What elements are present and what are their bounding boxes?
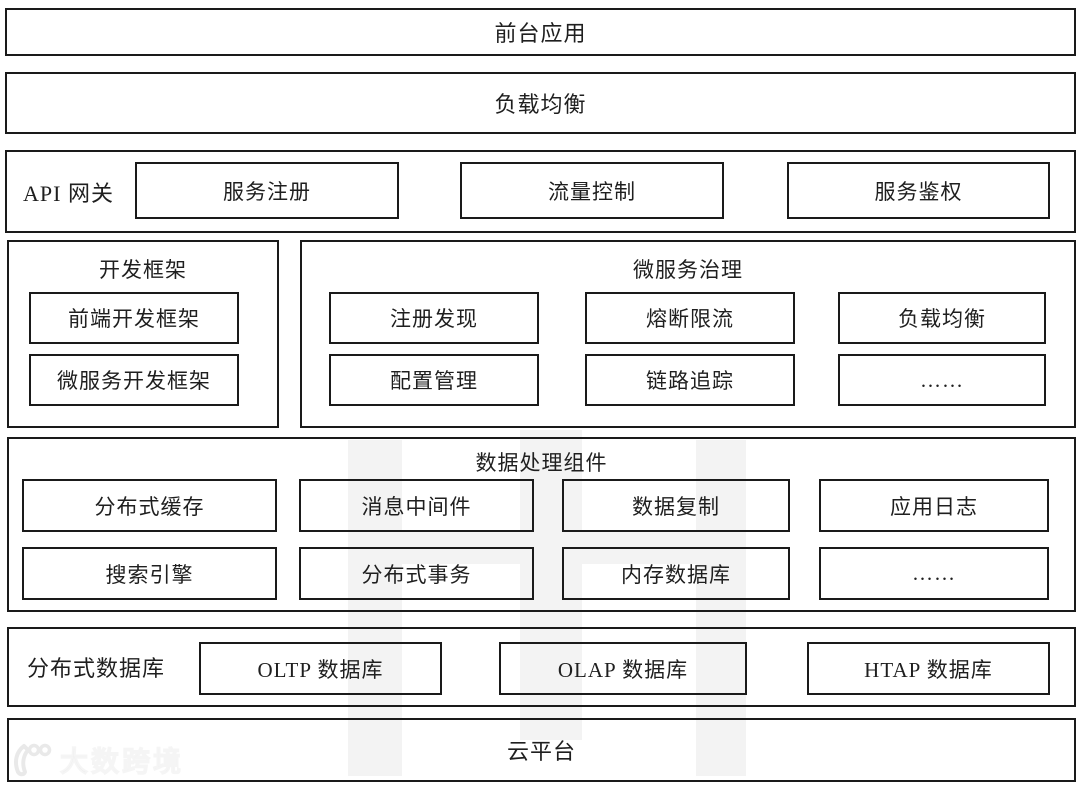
dashu-kuajing-logo-icon [14, 743, 52, 777]
box-data-processing-ellipsis-label: …… [912, 561, 956, 585]
box-circuit-breaker-label: 熔断限流 [646, 307, 734, 331]
panel-microservice-governance-title: 微服务治理 [633, 258, 743, 282]
box-microservice-dev-framework: 微服务开发框架 [29, 354, 239, 406]
box-distributed-cache-label: 分布式缓存 [94, 494, 205, 519]
box-config-management-label: 配置管理 [390, 369, 478, 393]
box-frontend-dev-framework: 前端开发框架 [29, 292, 239, 344]
box-governance-ellipsis-label: …… [920, 367, 964, 392]
layer-distributed-database: 分布式数据库 OLTP 数据库 OLAP 数据库 HTAP 数据库 [7, 627, 1076, 707]
box-circuit-breaker: 熔断限流 [585, 292, 795, 344]
layer-api-gateway: API 网关 服务注册 流量控制 服务鉴权 [5, 150, 1076, 233]
background-watermark-shape [348, 440, 402, 776]
panel-data-processing-title: 数据处理组件 [475, 451, 608, 475]
box-service-auth-label: 服务鉴权 [874, 179, 963, 204]
watermark-text: 大数跨境 [59, 746, 185, 778]
box-load-balancing-label: 负载均衡 [898, 307, 986, 331]
box-register-discovery-label: 注册发现 [390, 307, 478, 331]
box-message-middleware-label: 消息中间件 [361, 494, 472, 519]
box-olap-database: OLAP 数据库 [499, 642, 747, 695]
box-data-replication-label: 数据复制 [632, 494, 720, 519]
panel-microservice-governance: 微服务治理 注册发现 熔断限流 负载均衡 配置管理 链路追踪 …… [300, 240, 1076, 428]
box-htap-database-label: HTAP 数据库 [864, 657, 993, 682]
box-traffic-control: 流量控制 [460, 162, 724, 219]
box-olap-database-label: OLAP 数据库 [557, 657, 689, 682]
layer-load-balancer-label: 负载均衡 [494, 92, 587, 117]
box-load-balancing: 负载均衡 [838, 292, 1046, 344]
box-search-engine-label: 搜索引擎 [105, 562, 194, 587]
layer-frontend-app-label: 前台应用 [494, 21, 587, 46]
box-app-logging: 应用日志 [819, 479, 1049, 532]
box-distributed-cache: 分布式缓存 [22, 479, 277, 532]
box-service-registration: 服务注册 [135, 162, 399, 219]
box-governance-ellipsis: …… [838, 354, 1046, 406]
box-service-auth: 服务鉴权 [787, 162, 1050, 219]
box-in-memory-database: 内存数据库 [562, 547, 790, 600]
box-htap-database: HTAP 数据库 [807, 642, 1050, 695]
panel-dev-framework: 开发框架 前端开发框架 微服务开发框架 [7, 240, 279, 428]
watermark: 大数跨境 [10, 740, 184, 780]
box-message-middleware: 消息中间件 [299, 479, 534, 532]
distributed-database-label: 分布式数据库 [27, 656, 166, 681]
box-link-tracing-label: 链路追踪 [646, 369, 734, 393]
box-microservice-dev-framework-label: 微服务开发框架 [57, 369, 211, 393]
box-search-engine: 搜索引擎 [22, 547, 277, 600]
layer-cloud-platform: 云平台 [7, 718, 1076, 782]
box-link-tracing: 链路追踪 [585, 354, 795, 406]
box-data-replication: 数据复制 [562, 479, 790, 532]
box-config-management: 配置管理 [329, 354, 539, 406]
layer-load-balancer: 负载均衡 [5, 72, 1076, 134]
box-oltp-database-label: OLTP 数据库 [257, 657, 384, 682]
box-data-processing-ellipsis: …… [819, 547, 1049, 600]
box-service-registration-label: 服务注册 [223, 179, 311, 204]
box-oltp-database: OLTP 数据库 [199, 642, 442, 695]
panel-data-processing: 数据处理组件 分布式缓存 消息中间件 数据复制 应用日志 搜索引擎 分布式事务 … [7, 437, 1076, 612]
box-distributed-transaction: 分布式事务 [299, 547, 534, 600]
panel-dev-framework-title: 开发框架 [99, 258, 187, 282]
box-traffic-control-label: 流量控制 [548, 179, 636, 204]
layer-frontend-app: 前台应用 [5, 8, 1076, 56]
api-gateway-label: API 网关 [23, 180, 114, 206]
box-in-memory-database-label: 内存数据库 [621, 562, 731, 587]
layer-cloud-platform-label: 云平台 [506, 739, 576, 764]
background-watermark-shape [696, 440, 746, 776]
box-register-discovery: 注册发现 [329, 292, 539, 344]
background-watermark-shape [520, 430, 582, 740]
box-frontend-dev-framework-label: 前端开发框架 [68, 307, 200, 331]
box-app-logging-label: 应用日志 [890, 494, 978, 519]
box-distributed-transaction-label: 分布式事务 [361, 562, 472, 587]
